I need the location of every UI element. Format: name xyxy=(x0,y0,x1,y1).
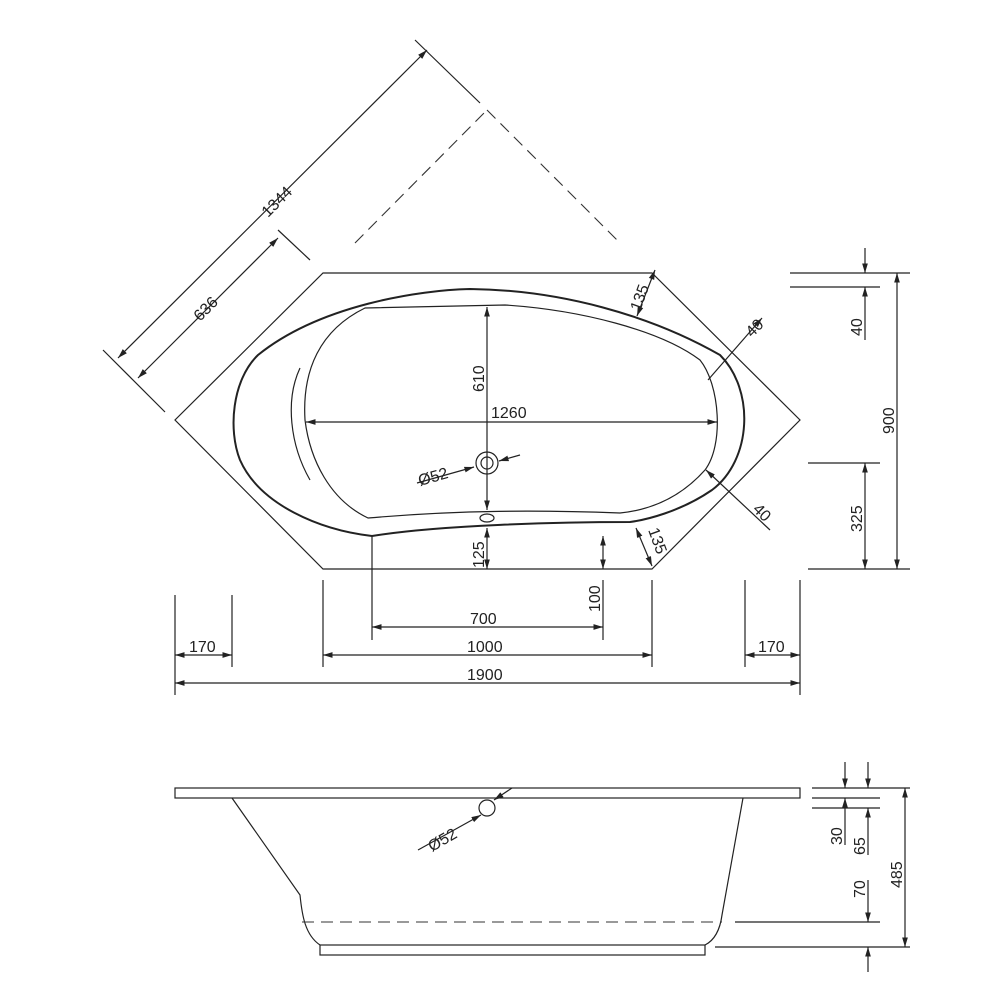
tub-right-wall xyxy=(704,797,744,946)
dim-label: 325 xyxy=(849,505,866,532)
dim-label: 170 xyxy=(189,639,216,656)
overflow-hole xyxy=(478,799,496,817)
dim-label: 1900 xyxy=(467,667,503,684)
dim-label: 40 xyxy=(743,316,768,341)
dim-label: 1260 xyxy=(491,405,527,422)
plan-view: 1344 636 135 40 40 135 610 1260 Ø52 125 … xyxy=(102,39,910,695)
dashed-line xyxy=(354,109,488,244)
backrest-arc xyxy=(290,367,311,481)
dim-label: 125 xyxy=(471,541,488,568)
dim-label: 135 xyxy=(644,526,669,557)
dim-label: 65 xyxy=(852,837,869,855)
inner-tub-edge xyxy=(304,304,718,519)
outer-tub-edge xyxy=(232,287,746,538)
dim-label: 30 xyxy=(829,827,846,845)
dim-label: 1344 xyxy=(259,184,296,221)
dim-label: 1000 xyxy=(467,639,503,656)
dim-label: 900 xyxy=(881,407,898,434)
dim-label: 170 xyxy=(758,639,785,656)
dim-636 xyxy=(137,237,279,379)
dim-label: 100 xyxy=(587,585,604,612)
dim-label: 135 xyxy=(628,282,653,313)
dim-label: 40 xyxy=(749,501,774,526)
rim xyxy=(174,787,801,799)
dim-label: 485 xyxy=(889,861,906,888)
dim-label: Ø52 xyxy=(416,465,450,490)
side-view: Ø52 30 65 70 485 xyxy=(174,762,910,972)
overflow-hole xyxy=(479,513,495,523)
dim-label: 610 xyxy=(471,365,488,392)
dim-label: 40 xyxy=(849,318,866,336)
dim-label: 700 xyxy=(470,611,497,628)
dim-label: 70 xyxy=(852,880,869,898)
dashed-line xyxy=(486,109,621,244)
tub-left-wall xyxy=(231,797,321,946)
tub-base xyxy=(319,944,706,956)
